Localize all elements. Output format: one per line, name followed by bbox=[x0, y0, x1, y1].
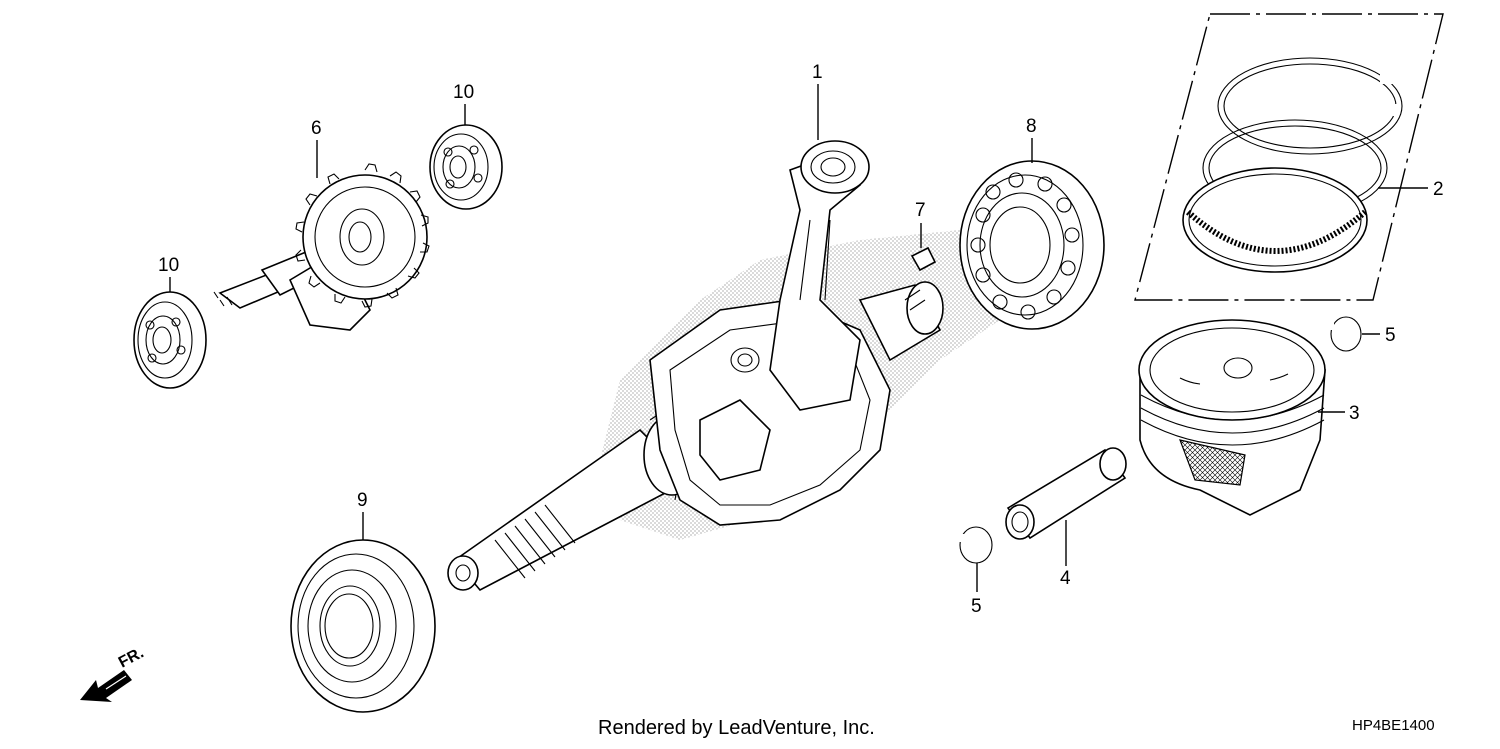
crankshaft-1 bbox=[447, 140, 1010, 592]
callout-10-upper: 10 bbox=[453, 82, 474, 103]
callout-3: 3 bbox=[1349, 403, 1360, 424]
callout-leaders bbox=[169, 84, 1428, 592]
piston-3 bbox=[1138, 319, 1326, 516]
callout-4: 4 bbox=[1060, 568, 1071, 589]
diagram-code: HP4BE1400 bbox=[1352, 717, 1435, 734]
footer-credit: Rendered by LeadVenture, Inc. bbox=[598, 717, 875, 739]
callout-8: 8 bbox=[1026, 116, 1037, 137]
piston-pin-clip-5-lower bbox=[957, 526, 993, 564]
front-label: FR. bbox=[116, 644, 147, 671]
callout-7: 7 bbox=[915, 200, 926, 221]
piston-pin-clip-5-upper bbox=[1326, 316, 1362, 352]
piston-ring-set-2 bbox=[1134, 13, 1444, 301]
callout-6: 6 bbox=[311, 118, 322, 139]
ball-bearing-10-upper bbox=[429, 124, 503, 210]
callout-5-lower: 5 bbox=[971, 596, 982, 617]
ball-bearing-9 bbox=[290, 539, 436, 713]
callout-labels: 1 2 3 4 5 5 6 7 8 9 10 10 bbox=[158, 62, 1444, 617]
callout-9: 9 bbox=[357, 490, 368, 511]
balancer-gear-teeth bbox=[295, 163, 430, 308]
balancer-shaft-6 bbox=[213, 163, 430, 331]
ball-bearing-10-left bbox=[133, 291, 207, 389]
callout-2: 2 bbox=[1433, 179, 1444, 200]
ball-bearing-8 bbox=[959, 160, 1105, 330]
callout-10-left: 10 bbox=[158, 255, 179, 276]
woodruff-key-7 bbox=[910, 246, 937, 272]
callout-1: 1 bbox=[812, 62, 823, 83]
callout-5-upper: 5 bbox=[1385, 325, 1396, 346]
piston-pin-4 bbox=[1005, 447, 1127, 540]
front-direction-arrow: FR. bbox=[80, 644, 147, 702]
